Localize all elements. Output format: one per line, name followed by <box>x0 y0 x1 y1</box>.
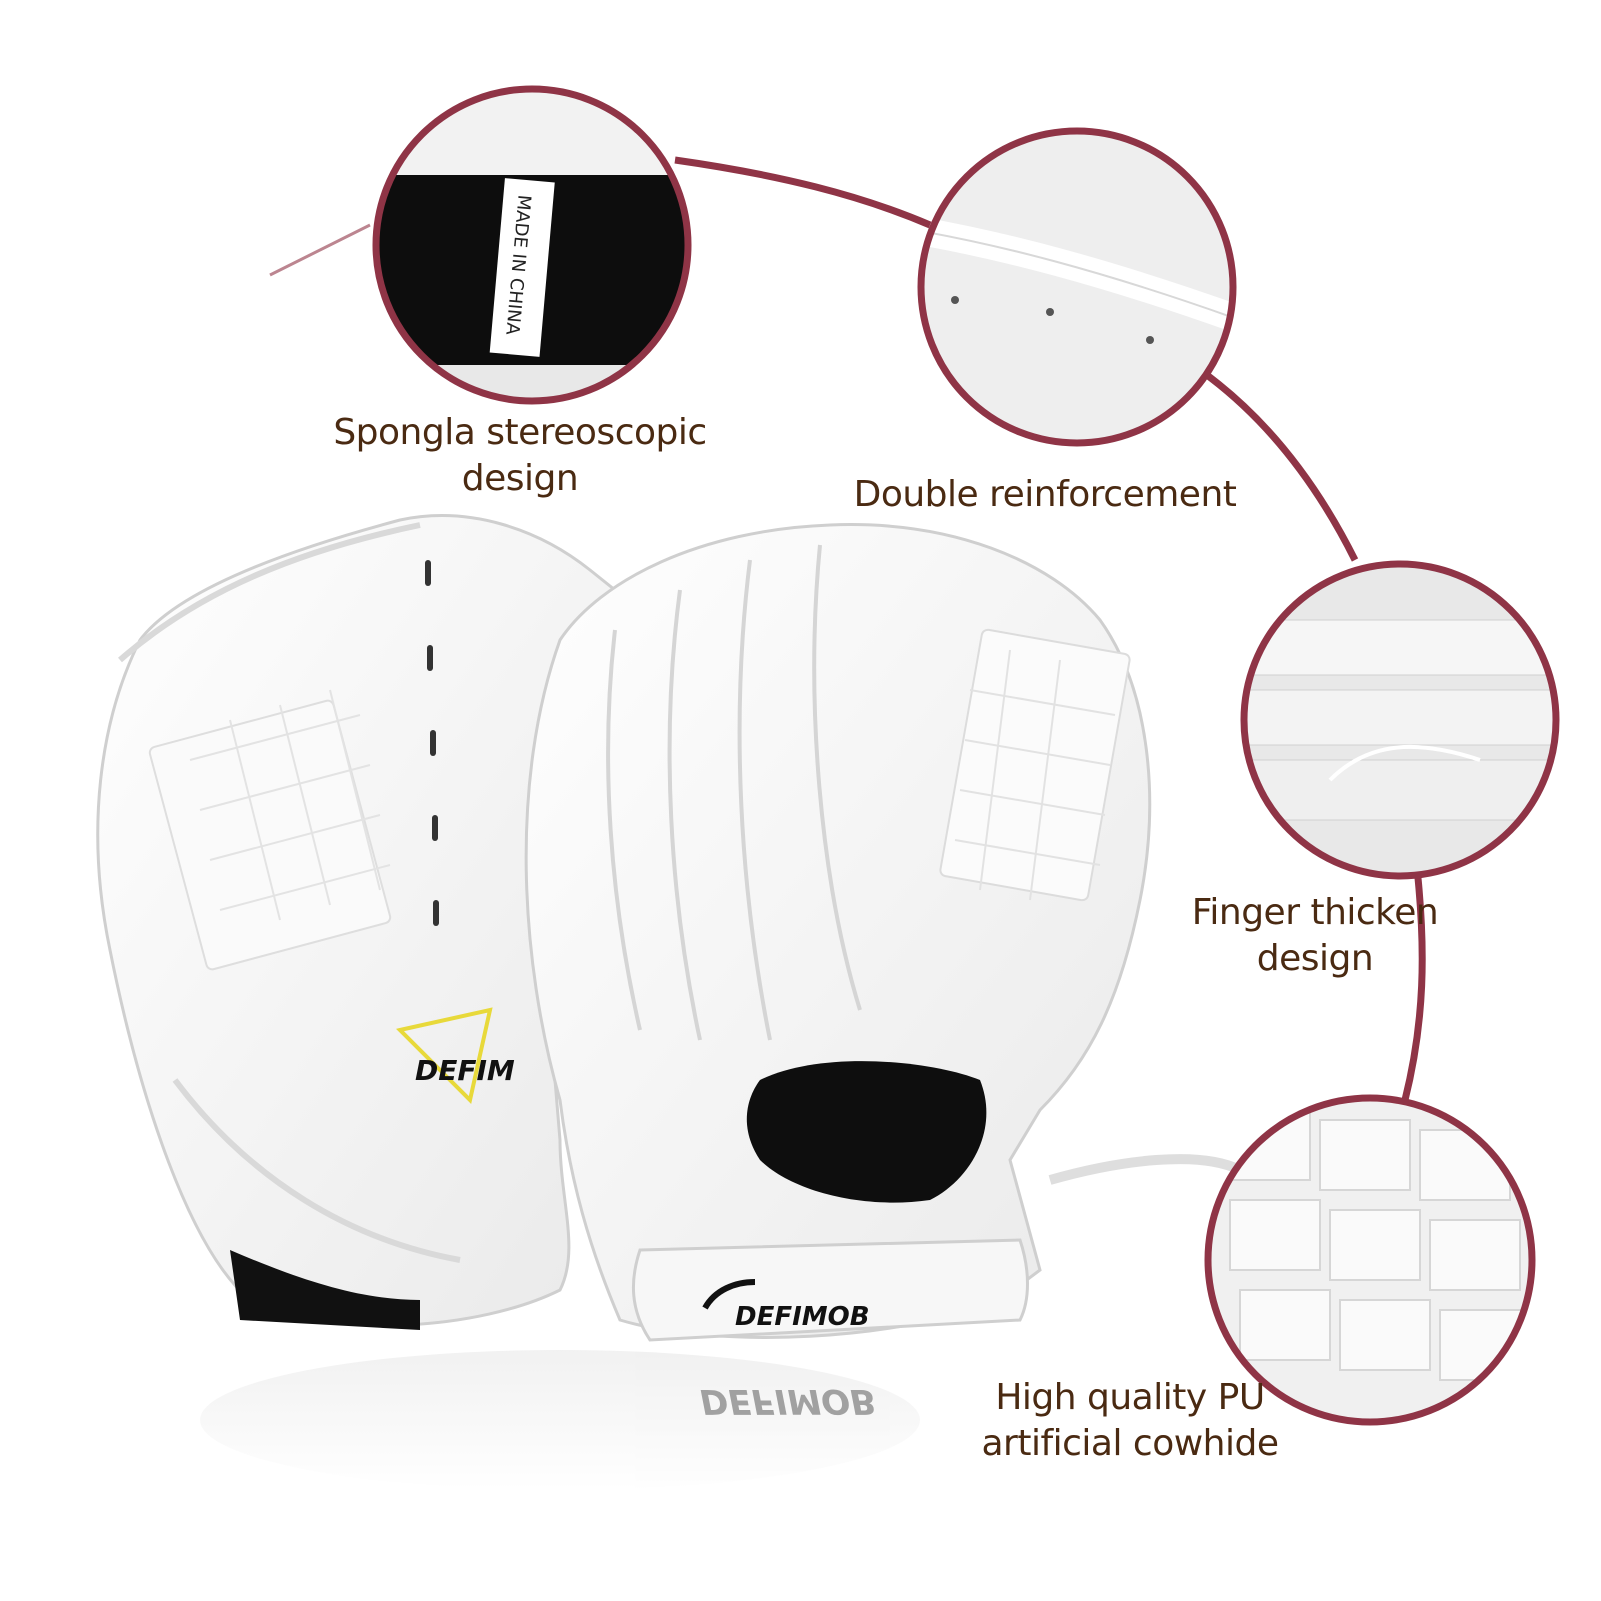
brand-name-strap: DEFIMOB <box>735 1302 870 1332</box>
feature-label-double: Double reinforcement <box>830 472 1260 518</box>
glove-left: DEFIM <box>96 514 642 1330</box>
brand-logo-strap: DEFIMOB <box>702 1279 870 1332</box>
feature-label-hq: High quality PU artificial cowhide <box>940 1375 1320 1467</box>
connector-arc <box>269 156 1426 1101</box>
detail-circle-hq <box>1204 1094 1536 1426</box>
feature-line: Spongla stereoscopic <box>333 412 707 453</box>
reflected-brand: DEFIMOB <box>700 1381 876 1421</box>
brand-logo-palm: DEFIM <box>396 1007 515 1104</box>
detail-circle-double <box>917 127 1237 447</box>
feature-label-finger: Finger thicken design <box>1150 890 1480 982</box>
feature-line: design <box>461 458 579 499</box>
detail-circle-spongla: MADE IN CHINA <box>372 85 692 405</box>
brand-name-palm: DEFIM <box>415 1054 515 1087</box>
glove-right: DEFIMOB <box>524 523 1243 1342</box>
feature-line: Double reinforcement <box>853 474 1237 515</box>
glove-reflection: DEFIMOB <box>200 1350 920 1490</box>
feature-line: Finger thicken <box>1191 892 1439 933</box>
feature-label-spongla: Spongla stereoscopic design <box>300 410 740 502</box>
feature-line: design <box>1256 938 1374 979</box>
detail-circle-finger <box>1240 560 1560 880</box>
feature-line: artificial cowhide <box>981 1423 1279 1464</box>
feature-line: High quality PU <box>995 1377 1265 1418</box>
